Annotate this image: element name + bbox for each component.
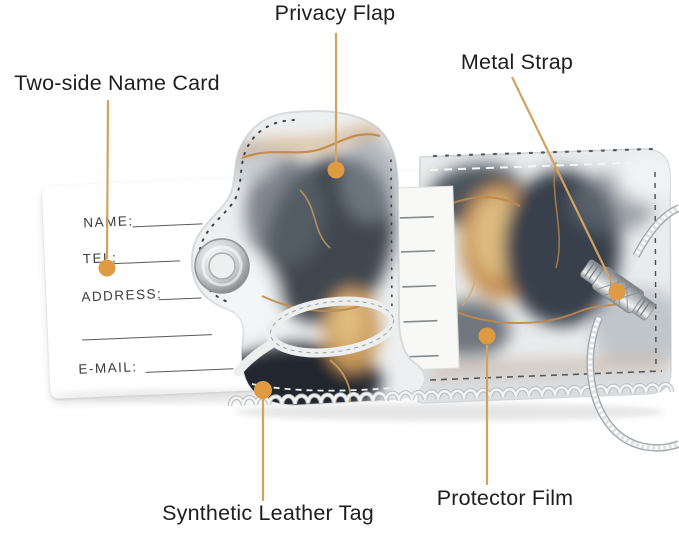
protector-film-label: Protector Film [436, 486, 574, 510]
metal-strap-dot [608, 283, 626, 301]
flap-fold-piping [233, 296, 399, 377]
protector-film-dot [478, 327, 496, 345]
top-stitch-line [429, 161, 656, 171]
flap-right-stitches [390, 159, 393, 321]
two-side-name-card-label: Two-side Name Card [14, 71, 220, 95]
privacy-flap-shape [190, 110, 426, 406]
bottom-stitch-line [429, 370, 663, 381]
annotation-dots [98, 161, 626, 399]
synthetic-leather-tag-label: Synthetic Leather Tag [162, 501, 374, 525]
two-side-name-card-dot [98, 259, 116, 277]
privacy-flap-label: Privacy Flap [274, 1, 396, 25]
synthetic-leather-tag-dot [254, 381, 272, 399]
two-side-name-card-leader-line [105, 99, 110, 260]
protector-film-window [394, 185, 460, 371]
top-stitch-holes [432, 147, 654, 158]
metal-strap-leader-line [511, 76, 614, 286]
grommet [194, 238, 250, 294]
annotation-overlay [105, 33, 614, 501]
metal-strap-label: Metal Strap [460, 50, 574, 74]
card-ruled-lines [399, 215, 439, 358]
metal-strap-cable [580, 204, 679, 452]
privacy-flap-dot [327, 161, 345, 179]
